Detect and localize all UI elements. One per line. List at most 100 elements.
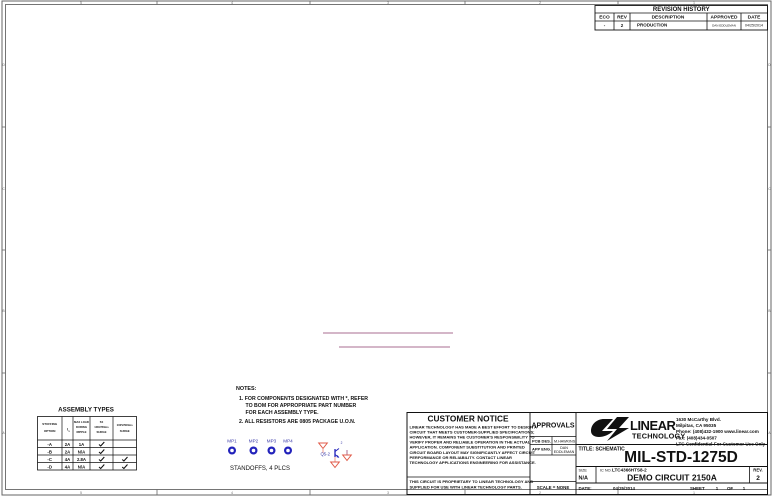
svg-text:1. FOR COMPONENTS DESIGNATED W: 1. FOR COMPONENTS DESIGNATED WITH *, REF… (239, 396, 368, 402)
svg-text:DATE: DATE (748, 15, 762, 21)
svg-text:5X: 5X (100, 420, 104, 424)
svg-text:SUPPLIED FOR USE WITH LINEAR T: SUPPLIED FOR USE WITH LINEAR TECHNOLOGY … (410, 484, 522, 489)
svg-text:2: 2 (539, 491, 541, 495)
svg-text:5: 5 (80, 1, 82, 5)
svg-text:DAN: DAN (560, 446, 568, 450)
svg-text:2: 2 (756, 475, 760, 482)
svg-text:LTC4366HTS8-2: LTC4366HTS8-2 (612, 468, 647, 473)
svg-text:CIRCUIT BOARD LAYOUT MAY SIGNI: CIRCUIT BOARD LAYOUT MAY SIGNIFICANTLY A… (410, 450, 536, 455)
svg-text:THIS CIRCUIT IS PROPRIETARY TO: THIS CIRCUIT IS PROPRIETARY TO LINEAR TE… (410, 479, 534, 484)
svg-text:I: I (67, 428, 68, 432)
svg-text:-A: -A (47, 442, 52, 447)
svg-text:ASSEMBLY TYPES: ASSEMBLY TYPES (58, 407, 114, 414)
svg-text:M.HAWKINS: M.HAWKINS (554, 440, 576, 444)
svg-text:04/25/2014: 04/25/2014 (613, 486, 636, 491)
svg-text:NOTES:: NOTES: (236, 386, 257, 392)
svg-text:4A: 4A (65, 457, 71, 462)
svg-text:1: 1 (716, 486, 719, 491)
svg-text:1A: 1A (79, 442, 85, 447)
svg-text:RIPPLE: RIPPLE (76, 430, 86, 434)
svg-text:DURING: DURING (76, 425, 87, 429)
svg-text:-B: -B (47, 450, 52, 455)
svg-text:DATE:: DATE: (579, 486, 593, 491)
svg-text:Fax: (408)434-0507: Fax: (408)434-0507 (676, 435, 717, 440)
svg-text:4: 4 (231, 491, 233, 495)
svg-text:SCALE = NONE: SCALE = NONE (537, 485, 570, 490)
svg-text:1: 1 (693, 1, 695, 5)
svg-text:2A: 2A (65, 442, 71, 447)
svg-text:MP1: MP1 (227, 439, 237, 444)
svg-text:TITLE: SCHEMATIC: TITLE: SCHEMATIC (579, 446, 626, 452)
svg-text:OPTION: OPTION (44, 429, 56, 433)
svg-text:APPROVALS: APPROVALS (531, 423, 574, 430)
svg-text:-: - (604, 23, 606, 28)
svg-text:VERIFY PROPER AND RELIABLE OPE: VERIFY PROPER AND RELIABLE OPERATION IN … (410, 440, 531, 445)
svg-text:REVISION HISTORY: REVISION HISTORY (653, 7, 710, 13)
svg-text:1630 McCarthy Blvd.: 1630 McCarthy Blvd. (676, 417, 721, 422)
svg-text:STUFFING: STUFFING (42, 422, 58, 426)
svg-text:REV.: REV. (753, 468, 762, 473)
svg-text:L: L (69, 430, 71, 433)
svg-text:APPLICATION. COMPONENT SUBSTI: APPLICATION. COMPONENT SUBSTITUTION AND … (410, 445, 525, 450)
svg-text:MIL-STD-1275D: MIL-STD-1275D (624, 449, 738, 466)
svg-text:DESCRIPTION: DESCRIPTION (652, 15, 685, 21)
svg-text:SURGE: SURGE (120, 429, 130, 433)
svg-text:TECHNOLOGY APPLICATIONS ENGINE: TECHNOLOGY APPLICATIONS ENGINEERING FOR … (410, 460, 536, 465)
svg-text:PCB DES.: PCB DES. (532, 439, 551, 444)
svg-text:APP ENG.: APP ENG. (532, 447, 551, 452)
svg-text:2: 2 (539, 1, 541, 5)
svg-text:LINEAR TECHNOLOGY HAS MADE A B: LINEAR TECHNOLOGY HAS MADE A BEST EFFORT… (410, 425, 538, 430)
svg-text:MP4: MP4 (283, 439, 293, 444)
svg-text:IC NO.: IC NO. (600, 469, 612, 473)
svg-text:LINEAR: LINEAR (630, 418, 677, 433)
svg-text:N/A: N/A (78, 465, 85, 470)
svg-text:PRODUCTION: PRODUCTION (637, 23, 667, 28)
svg-text:2A: 2A (65, 450, 71, 455)
svg-text:A: A (3, 431, 6, 435)
svg-text:D: D (2, 63, 5, 67)
svg-text:Q5-2: Q5-2 (320, 452, 330, 457)
svg-text:-D: -D (47, 465, 52, 470)
svg-text:DEMO CIRCUIT 2150A: DEMO CIRCUIT 2150A (627, 473, 717, 483)
svg-text:CIRCUIT THAT MEETS CUSTOMER-SU: CIRCUIT THAT MEETS CUSTOMER-SUPPLIED SPE… (410, 430, 535, 435)
svg-text:HOWEVER, IT REMAINS THE CUSTOM: HOWEVER, IT REMAINS THE CUSTOMER'S RESPO… (410, 435, 535, 440)
svg-text:100V/50ms: 100V/50ms (94, 425, 109, 429)
svg-text:CUSTOMER NOTICE: CUSTOMER NOTICE (428, 414, 509, 424)
svg-text:TECHNOLOGY: TECHNOLOGY (632, 432, 685, 441)
svg-text:LTC Confidential-For Customer: LTC Confidential-For Customer Use Only (676, 441, 766, 446)
svg-text:A: A (768, 431, 771, 435)
svg-text:OF: OF (727, 486, 733, 491)
svg-text:D: D (768, 63, 771, 67)
svg-text:1: 1 (743, 486, 746, 491)
svg-text:C: C (768, 187, 771, 191)
svg-text:2: 2 (341, 441, 343, 445)
svg-text:Milpitas, CA 95035: Milpitas, CA 95035 (676, 423, 717, 428)
svg-text:SURGE: SURGE (97, 430, 107, 434)
svg-text:MP3: MP3 (267, 439, 277, 444)
svg-text:TO BOM FOR APPROPRIATE PART NU: TO BOM FOR APPROPRIATE PART NUMBER (246, 403, 357, 409)
svg-text:MAX LOAD: MAX LOAD (74, 420, 89, 424)
svg-text:04/25/2014: 04/25/2014 (745, 24, 763, 28)
svg-text:B: B (768, 309, 770, 313)
svg-text:4: 4 (231, 1, 233, 5)
svg-text:-C: -C (47, 457, 52, 462)
svg-text:C: C (2, 187, 5, 191)
svg-text:APPROVED: APPROVED (711, 15, 738, 21)
svg-text:ECO: ECO (599, 15, 610, 21)
svg-text:FOR EACH ASSEMBLY TYPE.: FOR EACH ASSEMBLY TYPE. (246, 410, 320, 416)
svg-text:2. ALL RESISTORS ARE 0805 PACK: 2. ALL RESISTORS ARE 0805 PACKAGE U.O.N. (239, 419, 356, 425)
svg-text:100V/500ms: 100V/500ms (117, 423, 133, 427)
svg-text:EDDLEMAN: EDDLEMAN (554, 450, 575, 454)
svg-text:1: 1 (693, 491, 695, 495)
svg-text:N/A: N/A (579, 476, 589, 482)
svg-text:4A: 4A (65, 465, 71, 470)
svg-text:REV: REV (617, 15, 628, 21)
svg-text:Phone: (408)432-1900 www.line: Phone: (408)432-1900 www.linear.com (676, 429, 759, 434)
svg-text:N/A: N/A (78, 450, 85, 455)
svg-text:5: 5 (80, 491, 82, 495)
svg-text:SIZE: SIZE (579, 469, 588, 473)
svg-text:DAN EDDLEMAN: DAN EDDLEMAN (712, 24, 736, 28)
svg-text:2: 2 (621, 23, 624, 28)
svg-text:3: 3 (387, 1, 389, 5)
svg-text:3: 3 (387, 491, 389, 495)
